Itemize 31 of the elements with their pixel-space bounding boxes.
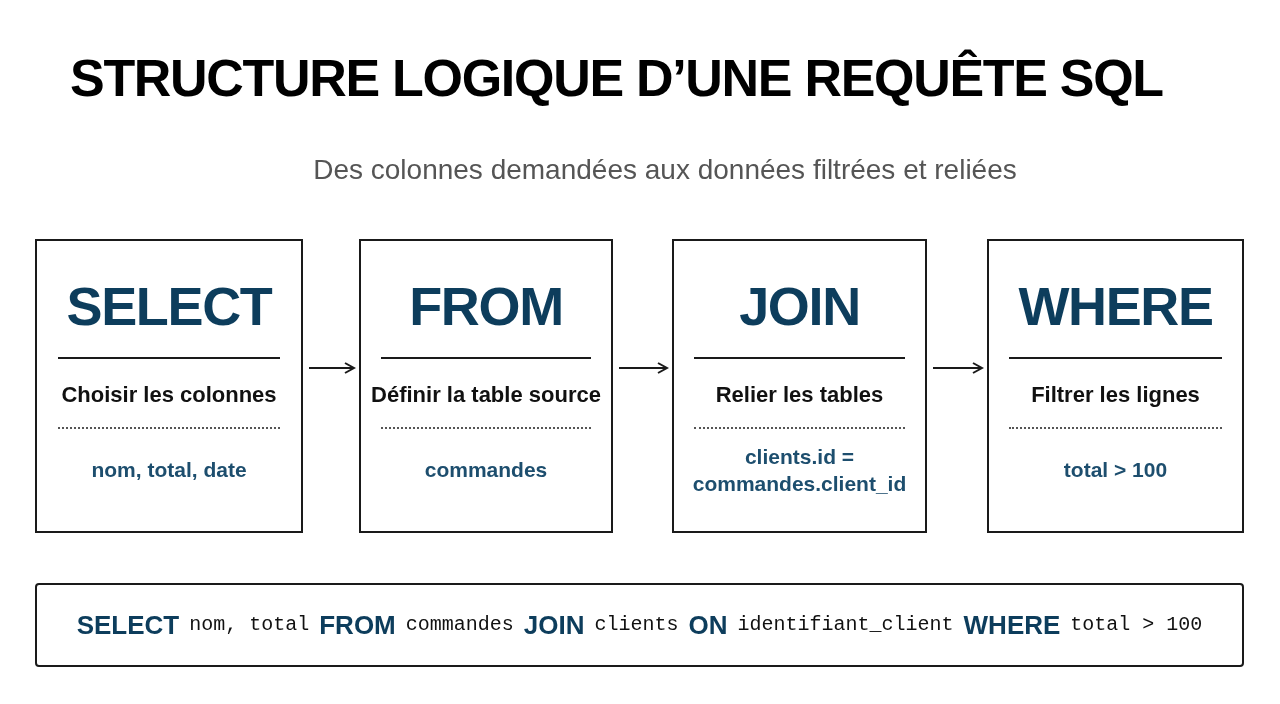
arrow [618, 362, 668, 374]
sql-code: identifiant_client [737, 612, 954, 638]
step-description: Choisir les colonnes [61, 381, 277, 409]
keyword-heading: JOIN [739, 275, 860, 338]
step-example: nom, total, date [90, 457, 248, 484]
step-card [359, 239, 613, 533]
subtitle: Des colonnes demandées aux données filtrées et reliées [312, 156, 1018, 184]
sql-code: commandes [405, 612, 514, 638]
step-card [35, 239, 303, 533]
query-bar [35, 583, 1244, 667]
keyword-heading: FROM [409, 275, 563, 338]
arrow [308, 362, 355, 374]
step-description: Définir la table source [371, 381, 601, 409]
step-description: Relier les tables [715, 381, 884, 409]
step-example: total > 100 [1062, 457, 1169, 484]
sql-keyword: FROM [319, 608, 396, 642]
sql-code: total > 100 [1070, 612, 1203, 638]
sql-keyword: ON [688, 608, 728, 642]
keyword-heading: SELECT [66, 275, 272, 338]
arrow [932, 362, 983, 374]
sql-code: clients [594, 612, 679, 638]
sql-keyword: WHERE [963, 608, 1061, 642]
sql-code: nom, total [189, 612, 310, 638]
step-card [987, 239, 1244, 533]
sql-keyword: SELECT [76, 608, 180, 642]
sql-keyword: JOIN [523, 608, 585, 642]
step-description: Filtrer les lignes [1031, 381, 1200, 409]
step-card [672, 239, 927, 533]
step-example: clients.id = commandes.client_id [691, 444, 908, 497]
keyword-heading: WHERE [1018, 275, 1213, 338]
step-example: commandes [423, 457, 549, 484]
